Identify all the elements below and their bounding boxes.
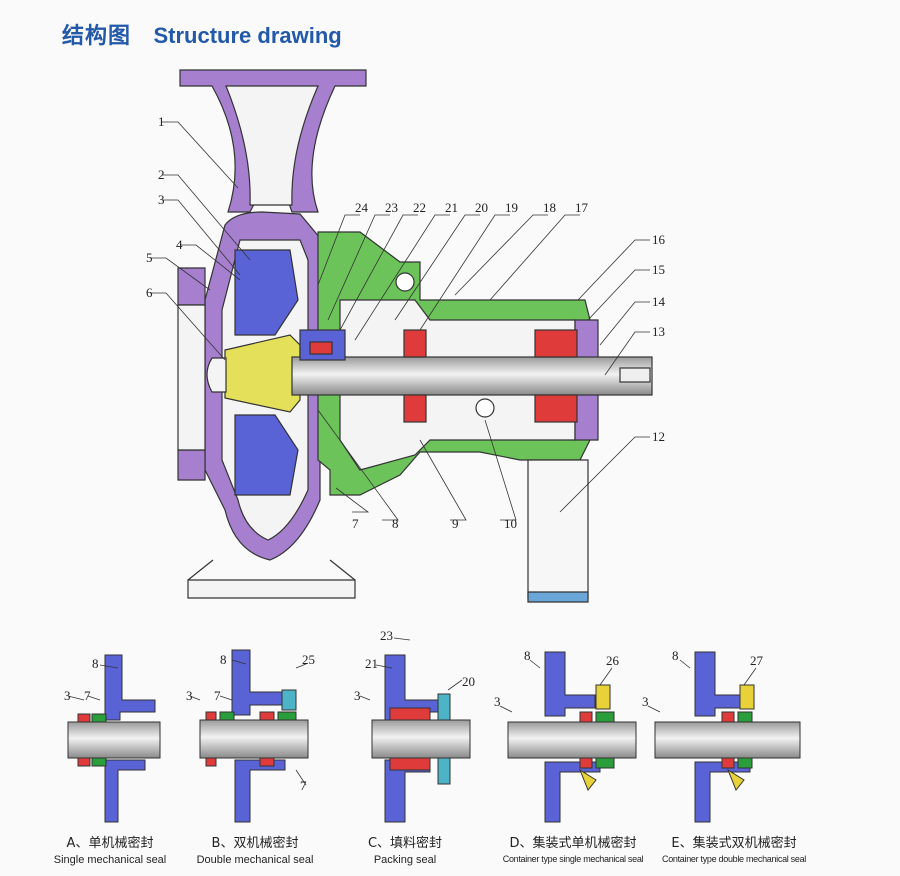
part-label: 13: [652, 324, 665, 339]
main-label-numbers: 1 2 3 4 5 6 24 23 22 21 20 19 18 17 16 1…: [146, 114, 666, 531]
variant-a-label: 7: [84, 688, 91, 703]
part-label: 18: [543, 200, 556, 215]
hub-nose: [206, 357, 227, 393]
variant-d-caption: D、集装式单机械密封 Container type single mechani…: [496, 832, 650, 864]
variant-b-label: 3: [186, 688, 193, 703]
bearing-rear-bottom: [534, 394, 578, 423]
variant-b-label: 25: [302, 652, 315, 667]
variant-b-diagram: [189, 649, 309, 823]
part-label: 3: [158, 192, 165, 207]
part-label: 6: [146, 285, 153, 300]
part-label: 17: [575, 200, 589, 215]
part-label: 19: [505, 200, 518, 215]
part-label: 7: [352, 516, 359, 531]
variant-c-caption-en: Packing seal: [373, 854, 437, 866]
seal-red: [309, 341, 333, 355]
variant-a-caption-cn: A、单机械密封: [66, 836, 154, 851]
variant-a-caption: A、单机械密封 Single mechanical seal: [40, 832, 180, 866]
part-label: 23: [385, 200, 398, 215]
variant-a-label: 8: [92, 656, 99, 671]
variant-e-caption: E、集装式双机械密封 Container type double mechani…: [654, 832, 814, 864]
part-label: 14: [652, 294, 666, 309]
variant-c-label: 20: [462, 674, 475, 689]
page-header: 结构图 Structure drawing: [62, 18, 342, 50]
variant-d-label: 26: [606, 653, 620, 668]
variant-e-label: 27: [750, 653, 764, 668]
variant-b-caption-cn: B、双机械密封: [211, 836, 299, 851]
part-label: 16: [652, 232, 666, 247]
page-title-cn: 结构图: [62, 24, 132, 49]
bearing-support: [527, 459, 589, 599]
variant-e-label: 3: [642, 694, 649, 709]
part-label: 5: [146, 250, 153, 265]
bearing-rear-top: [534, 329, 578, 358]
variant-c-caption: C、填料密封 Packing seal: [350, 832, 460, 866]
part-label: 24: [355, 200, 369, 215]
shaft-keyway: [619, 367, 651, 383]
part-label: 10: [504, 516, 517, 531]
pump-cross-section: [177, 69, 653, 603]
variant-c-label: 23: [380, 628, 393, 643]
variant-b-caption-en: Double mechanical seal: [196, 854, 314, 866]
part-label: 8: [392, 516, 399, 531]
inlet-pipe: [177, 304, 206, 451]
pump-foot-legs: [187, 559, 356, 581]
part-label: 4: [176, 237, 183, 252]
suction-bore: [225, 85, 319, 206]
variant-c-label: 21: [365, 656, 378, 671]
variant-c-label: 3: [354, 688, 361, 703]
oil-window-top: [395, 272, 415, 292]
variant-a-caption-en: Single mechanical seal: [53, 854, 167, 866]
bearing-front-top: [403, 329, 427, 358]
variant-e-caption-cn: E、集装式双机械密封: [671, 836, 797, 851]
bearing-front-bottom: [403, 394, 427, 423]
part-label: 12: [652, 429, 665, 444]
part-label: 15: [652, 262, 665, 277]
variant-d-label: 3: [494, 694, 501, 709]
support-base: [527, 591, 589, 603]
variant-b-caption: B、双机械密封 Double mechanical seal: [180, 832, 330, 866]
variant-e-caption-en: Container type double mechanical seal: [662, 854, 806, 864]
part-label: 20: [475, 200, 488, 215]
variant-e-diagram: [647, 651, 801, 823]
impeller-upper: [234, 249, 299, 336]
variant-d-label: 8: [524, 648, 531, 663]
part-label: 1: [158, 114, 165, 129]
variant-b-label: 8: [220, 652, 227, 667]
impeller-hub: [224, 334, 301, 413]
oil-window-mid: [475, 398, 495, 418]
variant-a-label: 3: [64, 688, 71, 703]
variant-e-label: 8: [672, 648, 679, 663]
part-label: 9: [452, 516, 459, 531]
page-title-en: Structure drawing: [153, 23, 342, 48]
part-label: 21: [445, 200, 458, 215]
variant-b-label: 7: [214, 688, 221, 703]
part-label: 22: [413, 200, 426, 215]
impeller-lower: [234, 414, 299, 496]
variant-d-diagram: [499, 651, 637, 823]
variant-c-caption-cn: C、填料密封: [367, 836, 443, 851]
variant-a-diagram: [67, 654, 161, 823]
pump-foot: [187, 579, 356, 599]
variant-d-caption-cn: D、集装式单机械密封: [509, 836, 637, 851]
part-label: 2: [158, 167, 165, 182]
variant-c-diagram: [359, 637, 471, 823]
variant-d-caption-en: Container type single mechanical seal: [502, 854, 644, 864]
variant-b-label: 7: [300, 778, 307, 793]
pump-shaft: [291, 356, 653, 396]
main-leaders: [150, 121, 650, 521]
